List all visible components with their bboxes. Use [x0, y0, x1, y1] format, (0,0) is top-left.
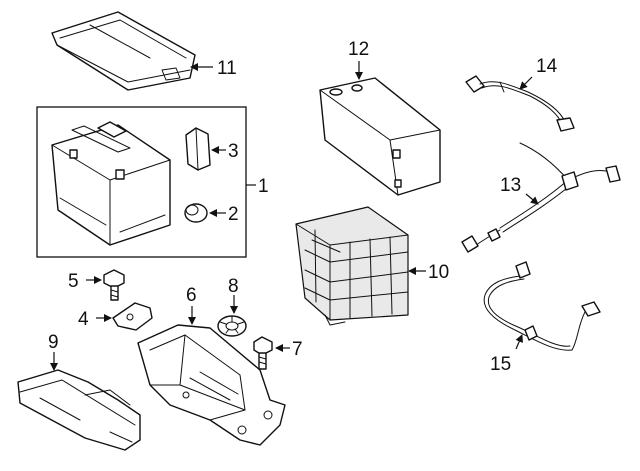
leader-line-15: [515, 334, 523, 350]
battery-assembly-group-box: [36, 106, 247, 258]
wiring-harness-part[interactable]: [461, 142, 621, 253]
battery-part[interactable]: [51, 121, 171, 246]
callout-6: 6: [186, 285, 197, 306]
callout-2: 2: [228, 204, 239, 225]
terminal-cap-part[interactable]: [184, 203, 208, 223]
cable-part-14[interactable]: [465, 75, 575, 132]
callout-10: 10: [428, 262, 449, 283]
grommet-part[interactable]: [217, 315, 247, 337]
callout-3: 3: [228, 141, 239, 162]
leader-line-13: [525, 193, 539, 205]
callout-12: 12: [348, 39, 369, 60]
callout-14: 14: [536, 56, 558, 77]
bolt-part-7[interactable]: [253, 336, 273, 370]
hold-down-clamp-part[interactable]: [112, 302, 153, 331]
battery-part-12[interactable]: [319, 77, 441, 196]
insulator-part[interactable]: [17, 369, 141, 451]
callout-15: 15: [490, 354, 511, 375]
callout-5: 5: [68, 271, 79, 292]
callout-7: 7: [292, 339, 303, 360]
heat-shield-part[interactable]: [295, 206, 409, 326]
battery-cover-part[interactable]: [51, 11, 196, 91]
callout-9: 9: [48, 332, 59, 353]
callout-8: 8: [228, 276, 239, 297]
battery-cable-part[interactable]: [483, 261, 601, 351]
callout-11: 11: [217, 58, 237, 79]
callout-4: 4: [78, 309, 89, 330]
callout-1: 1: [258, 176, 269, 197]
terminal-cover-part[interactable]: [185, 127, 211, 171]
callout-13: 13: [500, 175, 521, 196]
battery-tray-part[interactable]: [137, 324, 286, 446]
leader-line-14: [519, 76, 533, 90]
bolt-part-5[interactable]: [103, 269, 125, 301]
